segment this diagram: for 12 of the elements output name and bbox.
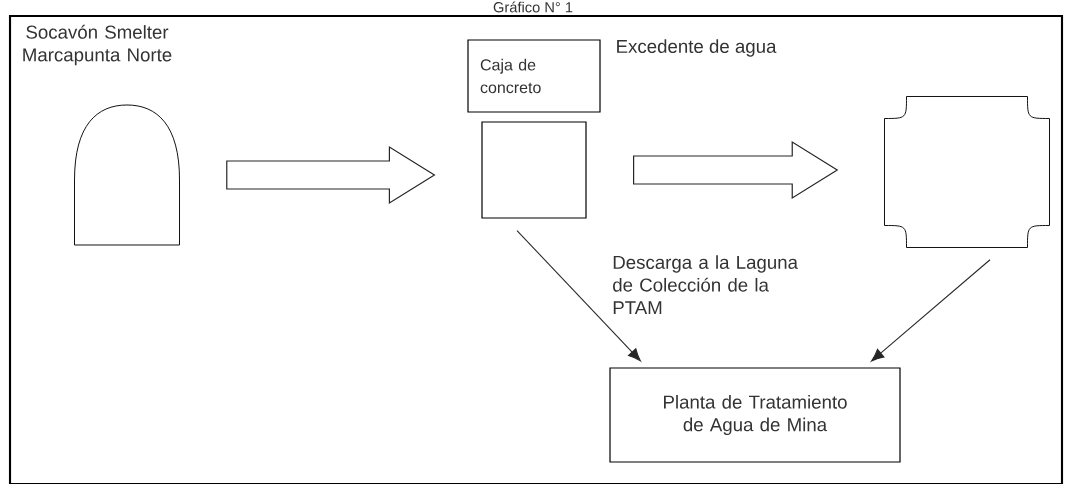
note: Excedente de agua xyxy=(617,39,777,57)
heading: Socavón Smelter Marcapunta Norte xyxy=(23,24,172,66)
title: Gráfico N° 1 xyxy=(493,1,573,13)
arrow xyxy=(516,230,641,362)
process-box: Planta de Tratamiento de Agua de Mina xyxy=(609,367,901,463)
tank-box xyxy=(481,121,587,219)
block-arrow xyxy=(226,145,436,205)
pond-drawing xyxy=(884,96,1050,248)
arrow xyxy=(871,259,991,362)
block-arrow xyxy=(633,140,839,200)
note: Descarga a la Laguna de Colección de la PTAM xyxy=(613,255,798,315)
process-box: Caja de concreto xyxy=(467,39,601,113)
